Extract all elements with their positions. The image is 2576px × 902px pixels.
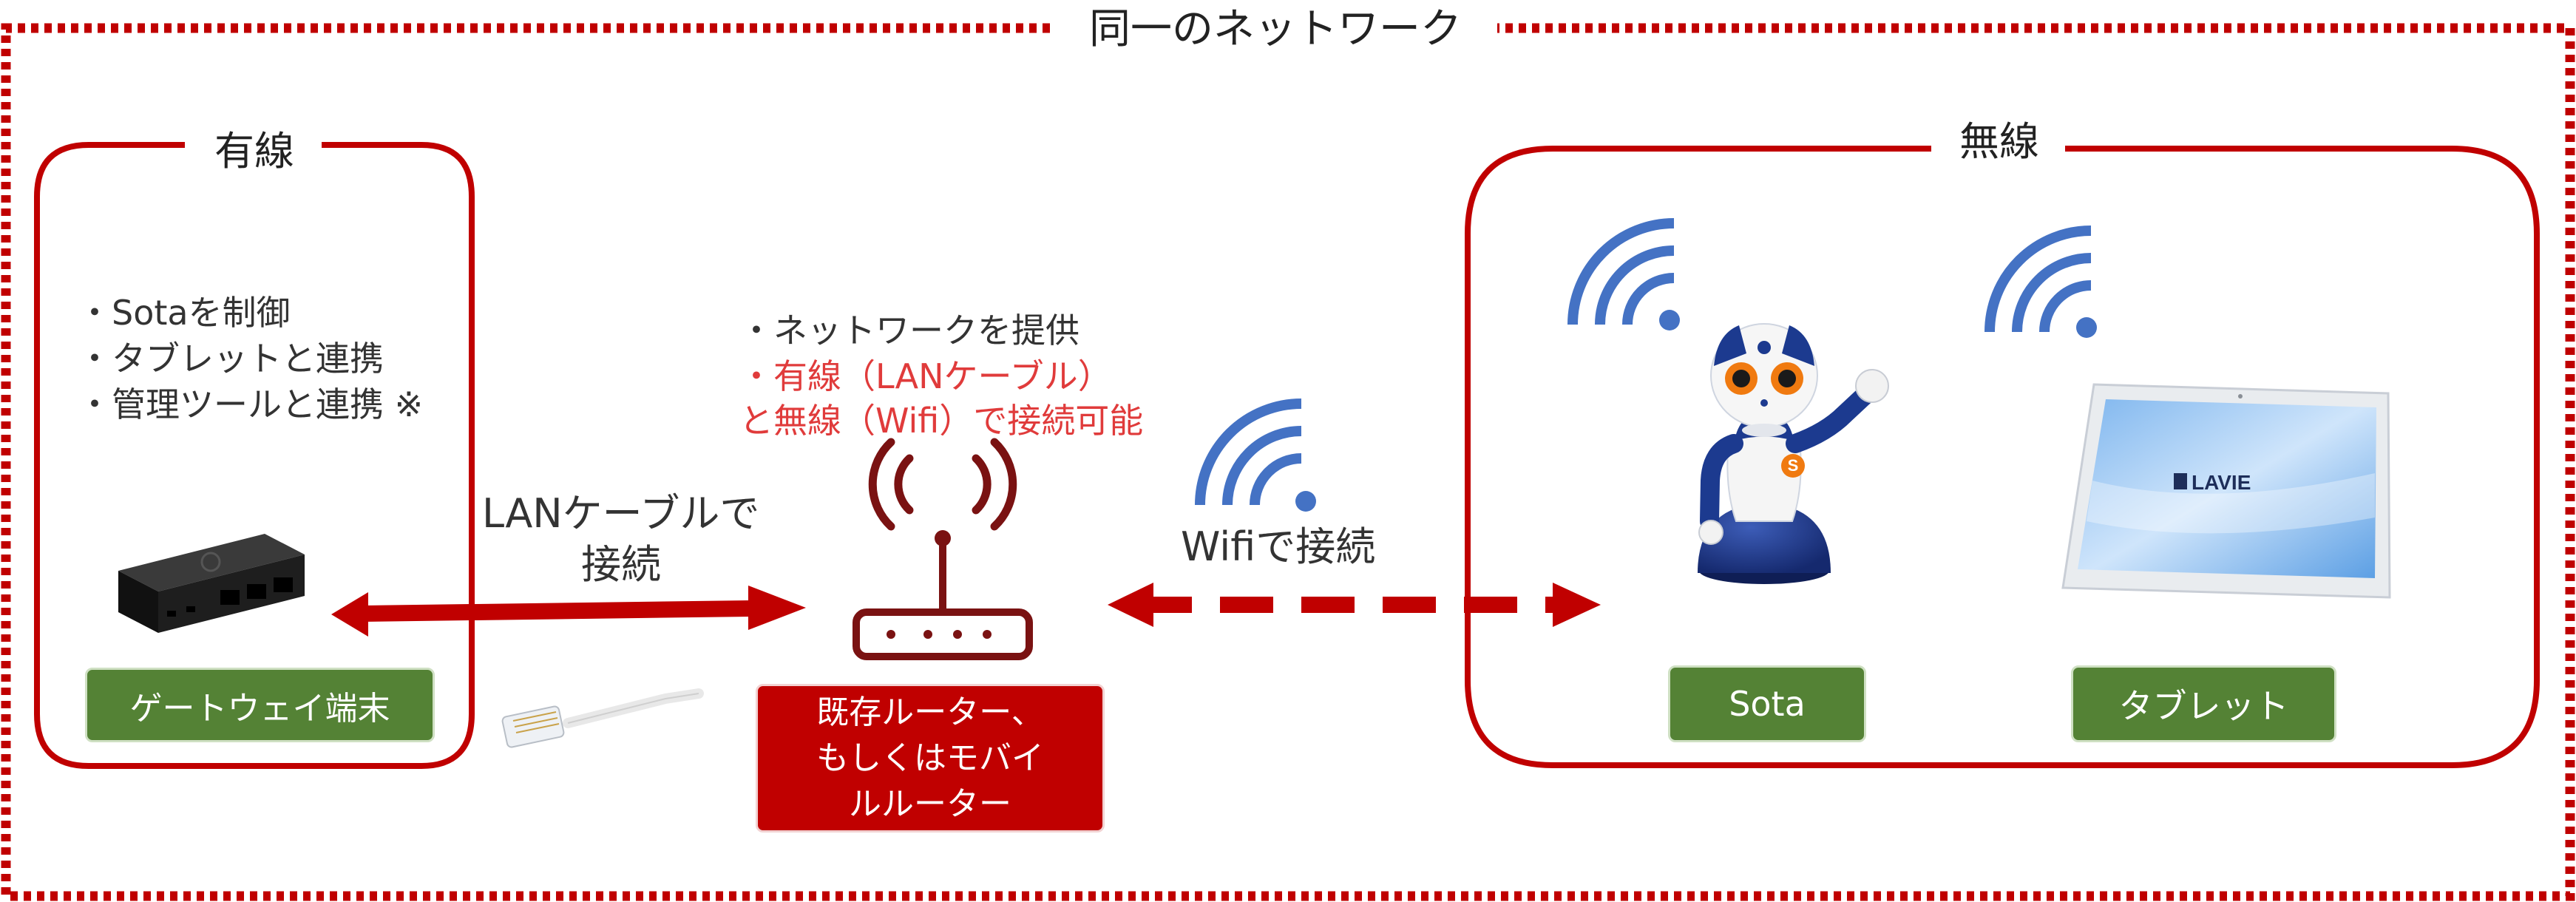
tablet-brand-logo: LAVIE	[2192, 471, 2251, 494]
wifi-link-label: Wifiで接続	[1181, 523, 1376, 570]
tablet-image: LAVIE	[2061, 383, 2391, 599]
wireless-heading: 無線	[1959, 118, 2039, 165]
lan-cable-image	[501, 688, 704, 748]
tablet-label: タブレット	[2071, 665, 2336, 742]
lan-double-arrow	[331, 586, 806, 637]
robot-chest-letter: S	[1788, 456, 1799, 475]
wifi-signal-icon-robot	[1567, 218, 1680, 330]
wired-bullet-control-sota: ・Sotaを制御	[78, 293, 291, 333]
router-label-line1: 既存ルーター、	[816, 693, 1044, 731]
router-note-wired-lan: ・有線（LANケーブル）	[739, 356, 1112, 396]
router-note-wireless-wifi: と無線（Wifi）で接続可能	[739, 401, 1144, 441]
wired-heading: 有線	[214, 128, 294, 174]
gateway-device-label: ゲートウェイ端末	[85, 668, 435, 742]
router-icon	[853, 438, 1033, 660]
sota-robot-image: S	[1698, 323, 1889, 584]
wireless-group-box	[1465, 146, 2540, 768]
lan-link-label-line1: LANケーブルで	[482, 490, 760, 537]
page-title: 同一のネットワーク	[1089, 5, 1462, 53]
router-note-provide-network: ・ネットワークを提供	[739, 311, 1079, 350]
wifi-dashed-double-arrow	[1108, 583, 1601, 627]
router-label-line3: ルルーター	[849, 784, 1011, 823]
router-label-line2: もしくはモバイ	[816, 739, 1044, 777]
wifi-signal-icon-tablet	[1984, 226, 2097, 338]
lan-link-label-line2: 接続	[581, 541, 661, 588]
wired-group-box	[34, 142, 475, 769]
wired-bullet-tablet-link: ・タブレットと連携	[78, 339, 384, 379]
network-frame	[1, 23, 2575, 901]
router-label: 既存ルーター、 もしくはモバイ ルルーター	[756, 684, 1105, 833]
gateway-device-image	[118, 534, 305, 633]
sota-label: Sota	[1668, 665, 1866, 742]
wired-bullet-admin-tool-link: ・管理ツールと連携 ※	[78, 384, 424, 424]
wifi-signal-icon-link	[1195, 399, 1316, 512]
